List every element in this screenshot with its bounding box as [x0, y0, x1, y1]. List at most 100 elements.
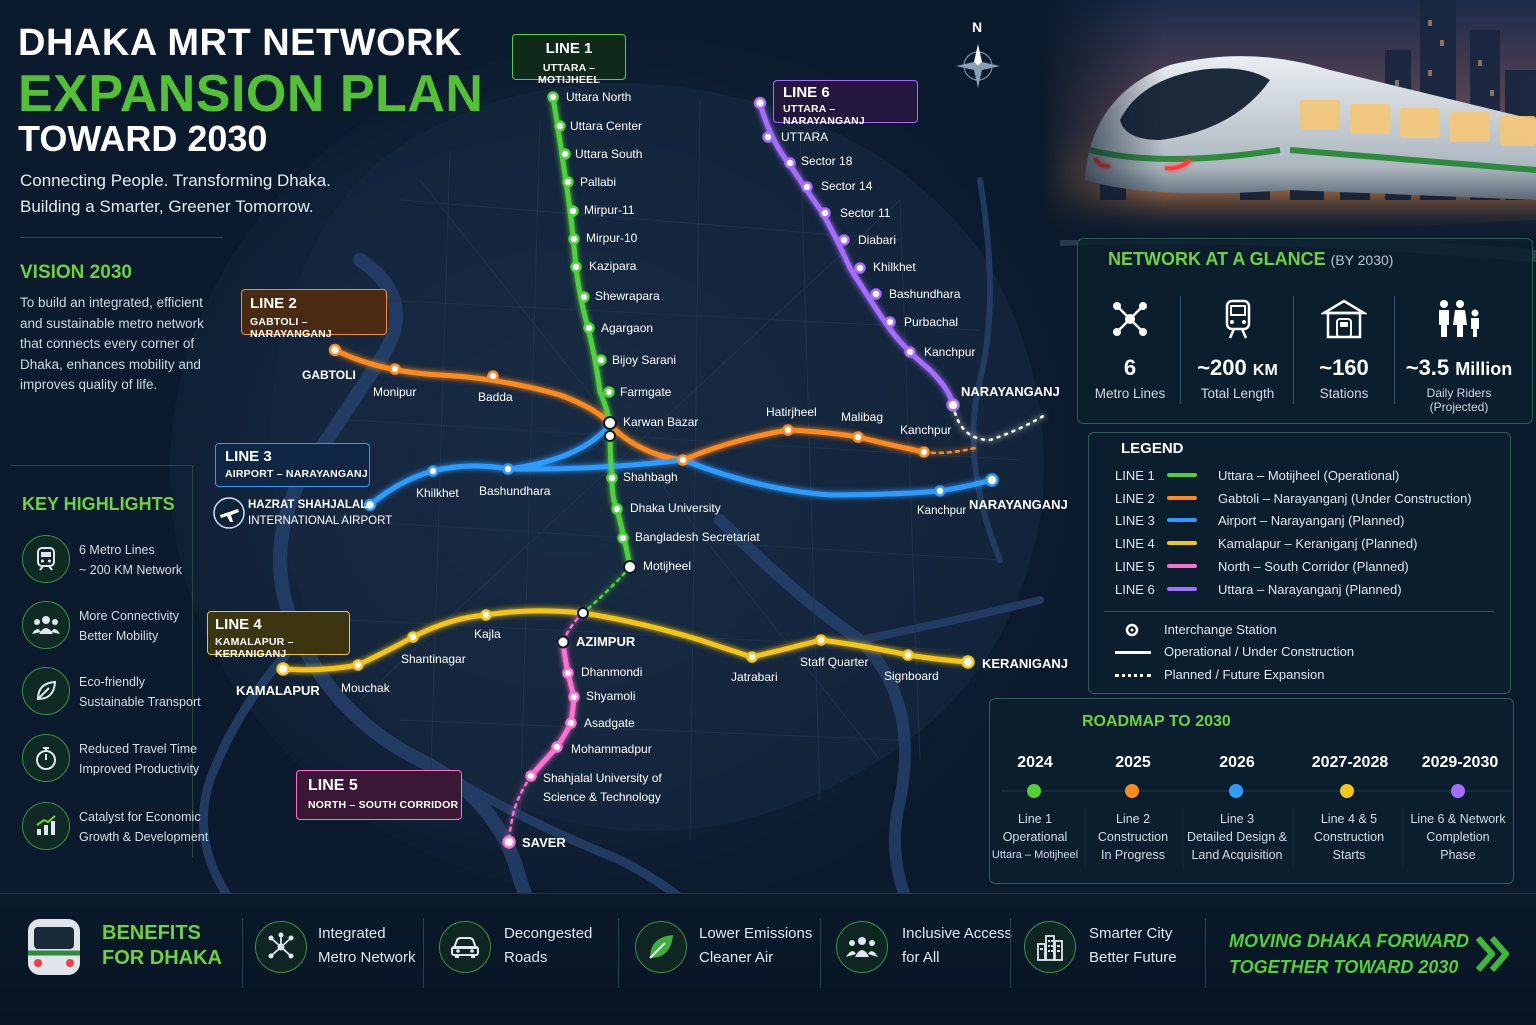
benefit-text: Metro Network: [318, 949, 416, 966]
legend-heading: LEGEND: [1121, 440, 1184, 457]
station-label: Kanchpur: [924, 345, 976, 359]
line5-name: LINE 5: [308, 777, 358, 794]
divider: [1104, 611, 1494, 612]
divider: [242, 918, 243, 988]
station-label: Bijoy Sarani: [612, 353, 677, 367]
highlight-text: 6 Metro Lines: [79, 543, 155, 557]
line5-route: NORTH – SOUTH CORRIDOR: [308, 799, 459, 811]
station-label: Shahjalal University of: [543, 771, 662, 785]
stat-total-length: ~200 KM Total Length: [1185, 295, 1290, 405]
benefit-text: Lower Emissions: [699, 925, 813, 942]
station-label: Agargaon: [601, 321, 654, 335]
metro-train-icon: [22, 535, 70, 583]
benefit-text: Better Future: [1089, 949, 1177, 966]
station-label: Mohammadpur: [571, 742, 652, 756]
divider: [1293, 296, 1294, 404]
roadmap-year: 2026: [1219, 754, 1255, 771]
divider: [1205, 918, 1206, 988]
legend-desc: North – South Corridor (Planned): [1218, 559, 1409, 574]
station-label: KERANIGANJ: [982, 656, 1068, 671]
divider: [1394, 296, 1395, 404]
line6-planned-track: [951, 403, 1047, 442]
station-label: Dhanmondi: [581, 665, 643, 679]
legend-swatch: [1167, 541, 1197, 545]
legend-line-name: LINE 4: [1115, 536, 1155, 551]
line1-planned-track: [581, 565, 632, 615]
stat-label: Total Length: [1200, 386, 1275, 401]
station-label: Diabari: [858, 233, 897, 247]
highlight-subtext: Improved Productivity: [79, 762, 200, 776]
roadmap-text: In Progress: [1101, 848, 1165, 862]
roadmap-text: Land Acquisition: [1191, 848, 1283, 862]
vision-heading: VISION 2030: [20, 262, 132, 283]
benefit-text: Roads: [504, 949, 548, 966]
tagline-line-2: Building a Smarter, Greener Tomorrow.: [20, 197, 314, 216]
people-group-icon: [22, 601, 70, 649]
highlight-text: Catalyst for Economic: [79, 810, 201, 824]
benefit-text: for All: [902, 949, 940, 966]
highlight-text: Eco-friendly: [79, 675, 145, 689]
station-label: NARAYANGANJ: [969, 497, 1068, 512]
legend-swatch: [1167, 564, 1197, 568]
glance-title: NETWORK AT A GLANCE: [1108, 249, 1326, 269]
roadmap-dot: [1125, 784, 1139, 798]
station-label: Staff Quarter: [800, 655, 869, 669]
stat-value: ~200: [1197, 355, 1247, 380]
slogan-line2: TOGETHER TOWARD 2030: [1229, 957, 1459, 977]
network-icon: [255, 921, 307, 973]
dotted-line-swatch: [1115, 674, 1151, 677]
roadmap-text: Uttara – Motijheel: [991, 849, 1079, 861]
station-label: Monipur: [373, 385, 417, 399]
station-label: UTTARA: [781, 130, 829, 144]
legend-line-name: LINE 3: [1115, 513, 1155, 528]
line4-route: KAMALAPUR – KERANIGANJ: [215, 636, 294, 660]
station-label: Hatirjheel: [766, 405, 817, 419]
interchange-icon: [1125, 623, 1139, 637]
tagline: Connecting People. Transforming Dhaka. B…: [20, 168, 400, 220]
roadmap-text: Operational: [1002, 830, 1068, 844]
legend-panel: [1088, 432, 1511, 694]
roadmap-year: 2024: [1017, 754, 1053, 771]
divider: [1180, 296, 1181, 404]
divider: [820, 918, 821, 988]
legend-swatch: [1167, 496, 1197, 500]
line3-name: LINE 3: [225, 448, 272, 465]
legend-swatch: [1167, 587, 1197, 591]
station-label: Malibag: [841, 410, 884, 424]
line3-track: [367, 422, 995, 508]
line6-route: UTTARA – NARAYANGANJ: [783, 103, 865, 127]
key-highlights-heading: KEY HIGHLIGHTS: [22, 494, 175, 514]
legend-swatch: [1167, 473, 1197, 477]
compass-north-label: N: [972, 19, 983, 35]
stat-label: Stations: [1319, 386, 1369, 401]
legend-desc: Gabtoli – Narayanganj (Under Constructio…: [1218, 491, 1472, 506]
station-label: Purbachal: [904, 315, 959, 329]
roadmap-year: 2029-2030: [1421, 754, 1499, 771]
station-label: AZIMPUR: [576, 634, 636, 649]
network-nodes-icon: [1108, 297, 1152, 346]
roadmap-text: Line 6 & Network: [1410, 812, 1506, 826]
roadmap-text: Detailed Design &: [1186, 830, 1288, 844]
legend-desc: Uttara – Motijheel (Operational): [1218, 468, 1400, 483]
highlight-subtext: Better Mobility: [79, 629, 159, 643]
title-line-2: EXPANSION PLAN: [18, 65, 484, 123]
line2-name: LINE 2: [250, 295, 297, 312]
legend-line-name: LINE 2: [1115, 491, 1155, 506]
title-line-1: DHAKA MRT NETWORK: [18, 22, 463, 64]
legend-swatch: [1167, 518, 1197, 522]
tagline-line-1: Connecting People. Transforming Dhaka.: [20, 171, 331, 190]
station-label: INTERNATIONAL AIRPORT: [248, 515, 393, 527]
city-buildings-icon: [1024, 921, 1076, 973]
benefit-text: Cleaner Air: [699, 949, 774, 966]
station-label: Khilkhet: [416, 486, 459, 500]
station-label: HAZRAT SHAHJALAL: [248, 499, 368, 511]
station-label: Kajla: [474, 627, 501, 641]
vision-text: To build an integrated, efficient and su…: [20, 295, 204, 392]
